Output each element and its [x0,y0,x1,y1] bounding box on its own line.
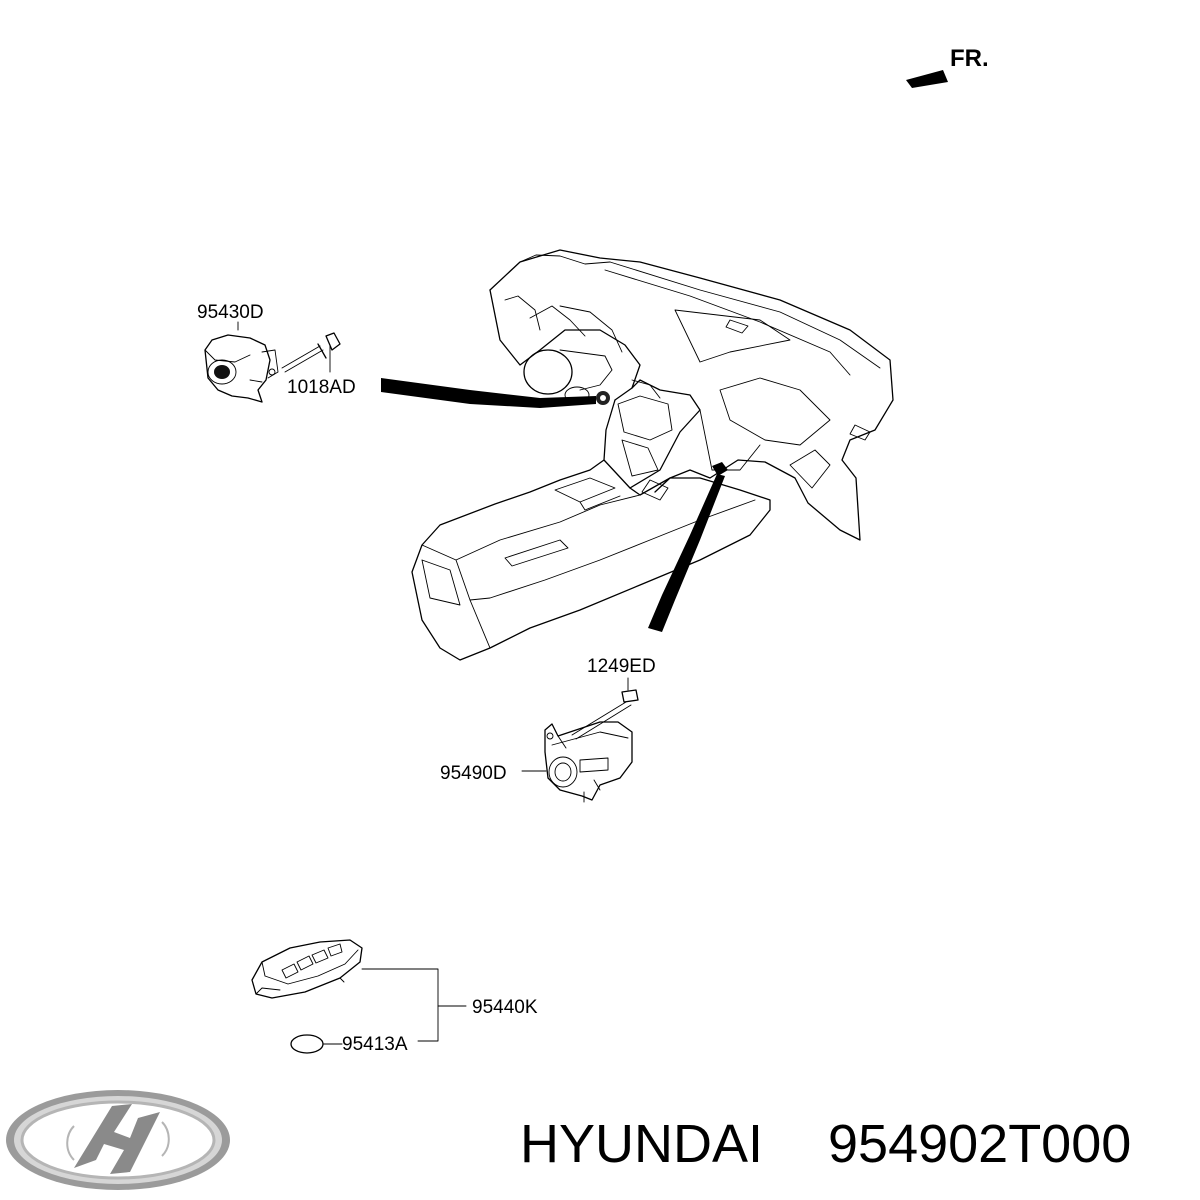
smart-key-fob-95440K [251,939,363,999]
leader-band-start-switch [381,378,596,408]
part-label-1249ED: 1249ED [587,656,656,677]
front-direction-indicator: FR. [906,45,989,88]
coin-battery-95413A [290,1034,324,1054]
leader-band-immobilizer [648,474,725,632]
hyundai-logo [6,1090,230,1190]
front-label: FR. [950,45,989,72]
part-number: 954902T000 [828,1114,1131,1174]
brand-name: HYUNDAI [520,1114,763,1174]
front-arrow-icon [906,70,948,88]
part-label-95413A: 95413A [342,1034,408,1055]
immobilizer-module-95490D [544,721,633,803]
part-label-95490D: 95490D [440,763,507,784]
dashboard-console-assembly [411,249,894,661]
screw-1018AD [281,332,341,373]
start-stop-switch-95430D [204,334,279,403]
part-label-95440K: 95440K [472,997,538,1018]
part-label-95430D: 95430D [197,302,264,323]
part-label-1018AD: 1018AD [287,377,356,398]
